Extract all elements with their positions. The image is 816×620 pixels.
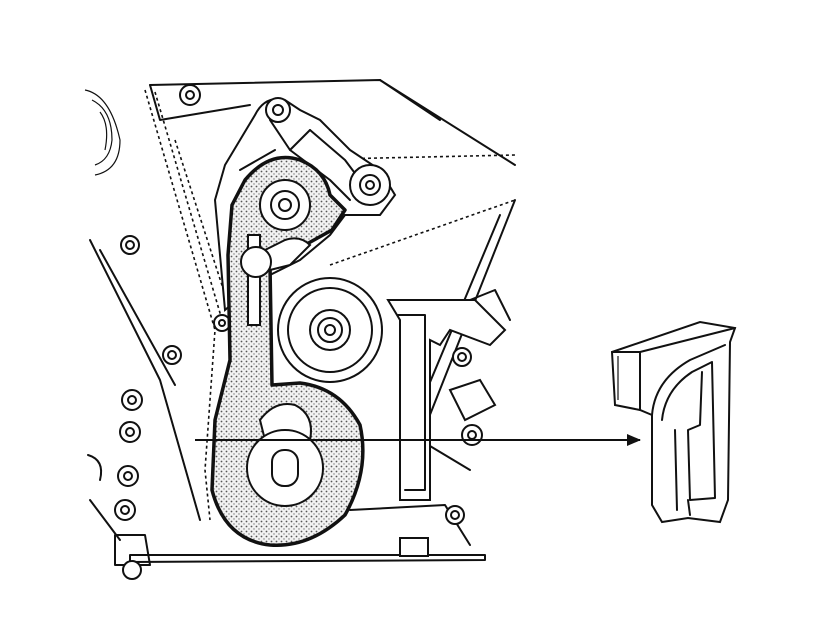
tensioner-lever [210, 155, 365, 547]
idler-pulley [277, 277, 383, 383]
mounting-bolts [120, 84, 483, 525]
locking-tool-detail [610, 320, 737, 524]
right-housing [386, 289, 511, 501]
lower-chain [87, 389, 151, 580]
